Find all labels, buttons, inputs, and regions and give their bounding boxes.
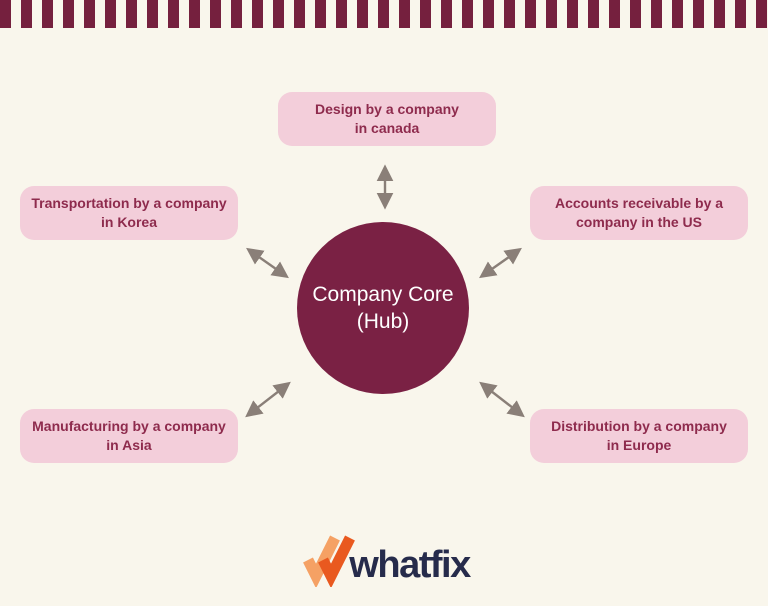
double-arrow-bottom-right-icon [479,381,525,418]
whatfix-logo-text: whatfix [349,544,471,586]
node-accounts-receivable-line2: company in the US [575,214,703,230]
node-design: Design by a company in canada [278,92,496,146]
node-distribution-line1: Distribution by a company [551,418,727,434]
striped-header-band [0,0,768,28]
node-manufacturing-line1: Manufacturing by a company [32,418,226,434]
hub-label-line1: Company Core [312,283,454,306]
whatfix-logo: whatfix [0,533,768,587]
hub-circle: Company Core (Hub) [297,222,469,394]
double-arrow-top-icon [376,164,394,210]
node-transportation-line1: Transportation by a company [31,195,227,211]
node-distribution: Distribution by a company in Europe [530,409,748,463]
hub-label-line2: (Hub) [356,310,410,333]
node-transportation: Transportation by a company in Korea [20,186,238,240]
whatfix-logo-mark-icon [303,535,356,587]
node-manufacturing-line2: in Asia [106,437,152,453]
node-manufacturing: Manufacturing by a company in Asia [20,409,238,463]
node-design-line1: Design by a company [315,101,459,117]
node-accounts-receivable-line1: Accounts receivable by a [554,195,724,211]
node-accounts-receivable: Accounts receivable by a company in the … [530,186,748,240]
node-transportation-line2: in Korea [100,214,157,230]
node-distribution-line2: in Europe [606,437,672,453]
node-design-line2: in canada [354,120,420,136]
double-arrow-top-left-icon [246,247,289,279]
double-arrow-top-right-icon [479,247,522,279]
double-arrow-bottom-left-icon [245,381,291,418]
